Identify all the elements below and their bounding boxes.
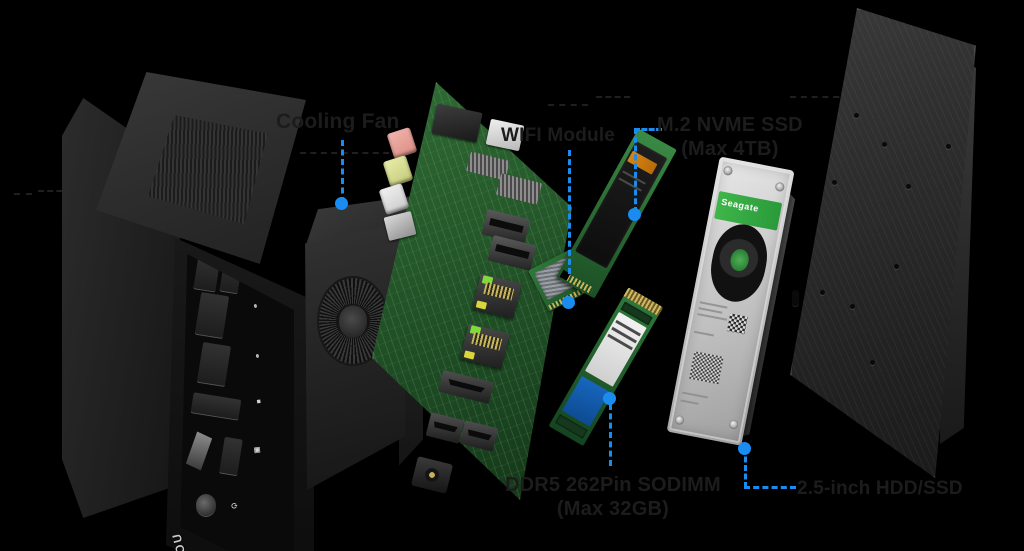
bg-dash	[300, 152, 410, 154]
panel-mount-hole	[854, 113, 859, 118]
power-icon: ⏻	[229, 502, 238, 510]
audio-jack-white	[378, 182, 410, 216]
panel-mount-hole	[882, 142, 887, 147]
bg-dash	[790, 96, 850, 98]
panel-mount-hole	[870, 360, 875, 365]
bg-dash	[548, 104, 588, 106]
callout-nvme-ssd-sub: (Max 4TB)	[681, 137, 779, 160]
audio-jack-green	[382, 154, 414, 188]
panel-mount-hole	[850, 304, 855, 309]
callout-nvme-ssd: M.2 NVME SSD (Max 4TB)	[657, 114, 803, 161]
dc-power-jack	[410, 456, 454, 494]
panel-slot	[792, 290, 799, 306]
leader-dot-ddr5	[603, 392, 616, 405]
panel-mount-hole	[946, 144, 951, 149]
panel-mount-hole	[906, 184, 911, 189]
panel-mount-hole	[894, 264, 899, 269]
leader-line-hdd-h	[744, 486, 796, 489]
leader-dot-nvme	[628, 208, 641, 221]
front-hdmi-port	[190, 392, 242, 420]
panel-mount-hole	[820, 290, 825, 295]
callout-cooling-fan-text: Cooling Fan	[276, 110, 400, 133]
front-display-port	[185, 431, 213, 472]
lan-icon: ⚭	[252, 352, 261, 360]
chassis-io-bezel: ⚭ ⚭ ⚭ ■ ▣ ⏻	[180, 254, 294, 551]
front-aux-port	[219, 436, 243, 476]
leader-line-cooling-fan	[341, 140, 344, 203]
callout-ddr5-sodimm-sub: (Max 32GB)	[556, 497, 669, 520]
bottom-cover-panel	[790, 8, 1010, 496]
leader-line-hdd-v	[744, 448, 747, 488]
chassis-enclosure: ⚭ ⚭ ⚭ ■ ▣ ⏻ HYSTOU	[62, 64, 314, 551]
callout-wifi-module-text: WIFI Module	[501, 125, 616, 146]
callout-ddr5-sodimm: DDR5 262Pin SODIMM (Max 32GB)	[505, 474, 721, 521]
brand-logo: HYSTOU	[169, 502, 210, 551]
callout-hdd-ssd: 2.5-inch HDD/SSD	[797, 478, 963, 500]
hdd-serial-code	[689, 351, 724, 385]
fan-hub-center	[339, 306, 367, 338]
power-button[interactable]	[196, 494, 216, 516]
front-usb-port	[194, 292, 230, 338]
callout-cooling-fan: Cooling Fan	[276, 110, 400, 135]
leader-dot-wifi	[562, 296, 575, 309]
usb-icon: ⚭	[250, 302, 259, 310]
leader-line-wifi	[568, 150, 571, 274]
leader-line-nvme-h	[634, 128, 662, 131]
leader-line-ddr5	[609, 404, 612, 466]
callout-ddr5-sodimm-text: DDR5 262Pin SODIMM	[505, 474, 721, 496]
hdmi-icon: ■	[254, 398, 262, 405]
leader-dot-cooling-fan	[335, 197, 348, 210]
callout-hdd-ssd-text: 2.5-inch HDD/SSD	[797, 478, 963, 499]
panel-mount-hole	[832, 180, 837, 185]
front-lan-port	[197, 342, 231, 386]
audio-icon: ▣	[252, 446, 261, 454]
brand-name: HYSTOU	[169, 531, 198, 551]
callout-wifi-module: WIFI Module	[501, 125, 615, 147]
leader-dot-hdd	[738, 442, 751, 455]
bg-dash	[596, 96, 630, 98]
bg-dash	[14, 193, 32, 195]
callout-nvme-ssd-text: M.2 NVME SSD	[657, 114, 803, 136]
leader-line-nvme-v	[634, 128, 637, 213]
hdd-qr-code	[726, 313, 748, 335]
